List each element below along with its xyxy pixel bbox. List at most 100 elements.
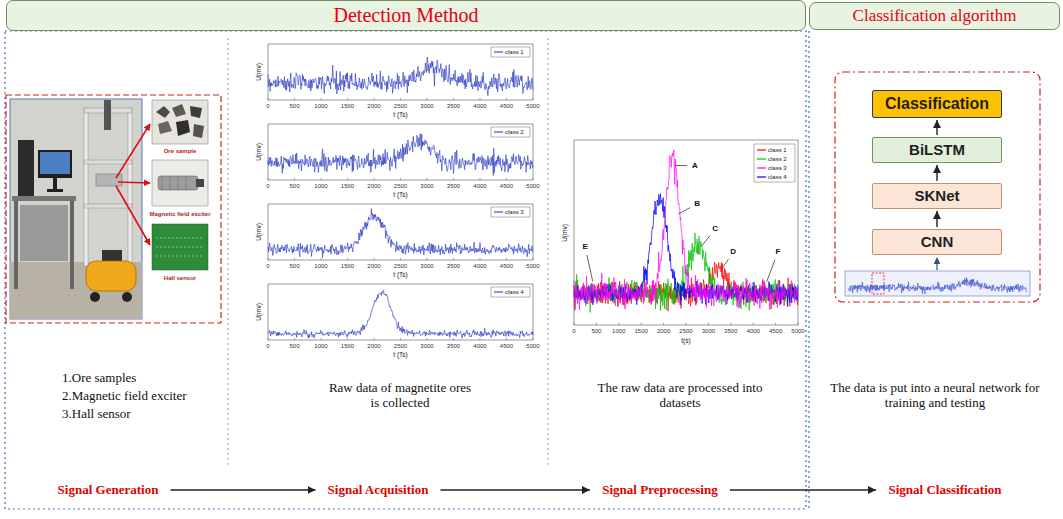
leader-line: [722, 259, 729, 269]
node-text: SKNet: [914, 187, 959, 204]
tick-label: 4000: [747, 328, 760, 335]
axis-label: t(s): [681, 337, 690, 344]
tick-label: 500: [289, 343, 299, 350]
callout-letter: E: [583, 243, 588, 252]
region-divider: [808, 31, 809, 509]
legend-sample: [757, 167, 766, 168]
tick-mark: [798, 323, 799, 326]
combined-plot: [574, 140, 798, 325]
tick-mark: [294, 258, 295, 260]
tick-label: 500: [289, 103, 299, 110]
step-caption: Raw data of magnetite ores is collected: [325, 381, 475, 411]
legend-box: [491, 287, 530, 297]
tick-mark: [400, 258, 401, 260]
tick-label: 3000: [702, 328, 715, 335]
tick-label: 4500: [500, 263, 513, 270]
output-layer-box: Classification: [872, 90, 1002, 118]
tick-mark: [596, 323, 597, 326]
legend-box: [491, 127, 530, 137]
tick-label: 2000: [367, 183, 380, 190]
ore-sample-inset: [152, 100, 208, 144]
axis-label: t (Ts): [393, 111, 407, 118]
network-layer-box: BiLSTM: [872, 137, 1002, 163]
tick-mark: [294, 178, 295, 180]
tick-mark: [533, 338, 534, 340]
step-caption: The data is put into a neural network fo…: [823, 381, 1048, 411]
tick-mark: [641, 323, 642, 326]
tick-mark: [427, 98, 428, 100]
legend-box: [754, 144, 795, 182]
flow-arrow: [171, 489, 316, 490]
tick-mark: [574, 323, 575, 326]
plot-frame: [268, 284, 533, 340]
magnetic-exciter-inset: [152, 160, 208, 206]
tick-label: 4500: [769, 328, 782, 335]
plot-frame: [574, 140, 798, 325]
node-text: Classification algorithm: [853, 6, 1017, 26]
tick-label: 3000: [420, 343, 433, 350]
tick-mark: [347, 338, 348, 340]
tick-mark: [686, 323, 687, 326]
tick-mark: [427, 338, 428, 340]
legend-text: class 4: [768, 174, 787, 181]
network-frame: [835, 72, 1040, 302]
tick-label: 0: [266, 103, 269, 110]
tick-label: 1000: [314, 183, 327, 190]
legend-sample: [757, 176, 766, 177]
tick-mark: [374, 258, 375, 260]
component-list-item: 3.Hall sensor: [62, 407, 131, 422]
axis-label: t (Ts): [393, 351, 407, 358]
tick-label: 2000: [657, 328, 670, 335]
stage-label: Signal Acquisition: [324, 481, 433, 500]
tick-label: 2000: [367, 263, 380, 270]
signal-trace: [268, 290, 533, 338]
tick-mark: [374, 178, 375, 180]
tick-label: 3000: [420, 263, 433, 270]
axis-label: U(mv): [255, 63, 262, 81]
tick-label: 1000: [612, 328, 625, 335]
step-caption: The raw data are processed into datasets: [598, 381, 763, 411]
tick-label: 2500: [394, 183, 407, 190]
tick-mark: [730, 323, 731, 326]
input-arrow: [936, 258, 937, 270]
tick-mark: [533, 258, 534, 260]
network-layer-box: CNN: [872, 229, 1002, 255]
axis-label: t (Ts): [393, 271, 407, 278]
node-text: Signal Generation: [58, 483, 159, 498]
tick-label: 3500: [447, 343, 460, 350]
callout-letter: B: [694, 199, 700, 208]
tick-label: 3500: [447, 103, 460, 110]
flow-arrow: [936, 165, 937, 181]
tick-mark: [268, 178, 269, 180]
tick-label: 500: [289, 263, 299, 270]
column-divider: [228, 38, 229, 465]
tick-mark: [708, 323, 709, 326]
tick-mark: [480, 338, 481, 340]
tick-label: 4500: [500, 103, 513, 110]
legend-text: class 1: [768, 147, 787, 154]
tick-label: 3000: [420, 103, 433, 110]
leader-line: [767, 260, 775, 282]
leader-line: [587, 255, 593, 282]
legend-text: class 2: [505, 129, 524, 136]
legend-box: [491, 47, 530, 57]
tick-mark: [663, 323, 664, 326]
node-text: Detection Method: [334, 4, 479, 27]
tick-label: 5000: [526, 263, 539, 270]
tick-label: 0: [266, 183, 269, 190]
inset-label: Hall sensor: [164, 275, 196, 282]
tick-label: 2500: [394, 263, 407, 270]
tick-mark: [480, 178, 481, 180]
tick-mark: [775, 323, 776, 326]
tick-label: 5000: [526, 103, 539, 110]
tick-label: 5000: [526, 343, 539, 350]
signal-plot: [268, 284, 533, 340]
tick-label: 1500: [341, 263, 354, 270]
tick-mark: [321, 258, 322, 260]
tick-label: 2000: [367, 343, 380, 350]
input-signal-trace: [848, 278, 1027, 294]
stage-label: Signal Preprocessing: [598, 481, 722, 500]
tick-label: 3500: [447, 263, 460, 270]
